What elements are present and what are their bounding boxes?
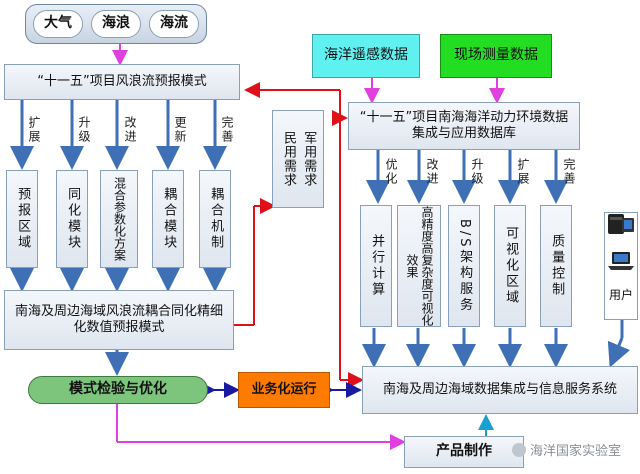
right-verb-3: 升级	[470, 158, 484, 186]
right-result-4: 可视化区域	[494, 205, 526, 327]
demand-box: 民用需求 军用需求	[272, 110, 324, 208]
operation-box: 业务化运行	[238, 372, 330, 408]
wechat-icon	[512, 442, 526, 457]
left-verb-2: 升级	[77, 116, 91, 144]
left-result-4: 耦合模块	[152, 170, 184, 268]
right-result-5: 质量控制	[540, 205, 572, 327]
left-result-2: 同化模块	[56, 170, 88, 268]
field-measurement-data: 现场测量数据	[440, 34, 552, 78]
computer-icon	[606, 212, 636, 238]
left-verb-4: 更新	[173, 116, 187, 144]
laptop-icon-graphic	[608, 252, 634, 270]
input-wave: 海浪	[91, 10, 141, 38]
watermark: 海洋国家实验室	[512, 440, 621, 459]
inputs-group: 大气 海浪 海流	[25, 4, 207, 44]
right-verb-2: 改进	[425, 158, 439, 186]
input-atmosphere: 大气	[33, 10, 83, 38]
top-left-model: “十一五”项目风浪流预报模式	[4, 64, 240, 100]
user-box: 用户	[604, 212, 638, 320]
left-verb-1: 扩展	[27, 116, 41, 144]
remote-sensing-data: 海洋遥感数据	[312, 34, 420, 78]
civil-demand: 民用需求	[281, 131, 296, 187]
right-result-2: 高精度高复杂度可视化效果	[397, 205, 441, 327]
watermark-text: 海洋国家实验室	[530, 444, 622, 459]
military-demand: 军用需求	[301, 131, 317, 187]
validation-box: 模式检验与优化	[28, 376, 208, 404]
right-result-3: B/S架构服务	[448, 205, 480, 327]
left-verb-3: 改进	[123, 116, 137, 144]
user-label: 用户	[608, 288, 633, 302]
right-verb-1: 优化	[384, 158, 398, 186]
laptop-icon	[606, 250, 636, 272]
right-verb-5: 完善	[562, 158, 576, 186]
left-result-3: 混合参数化方案	[100, 170, 138, 268]
right-verb-4: 扩展	[516, 158, 530, 186]
coupled-model: 南海及周边海域风浪流耦合同化精细化数值预报模式	[4, 290, 234, 350]
info-system: 南海及周边海域数据集成与信息服务系统	[362, 366, 638, 414]
left-result-5: 耦合机制	[199, 170, 231, 268]
input-current: 海流	[149, 10, 199, 38]
computer-icon-graphic	[608, 214, 634, 234]
left-result-1: 预报区域	[6, 170, 38, 268]
right-result-1: 并行计算	[360, 205, 392, 327]
product-box: 产品制作	[404, 436, 524, 468]
database: “十一五”项目南海海洋动力环境数据集成与应用数据库	[348, 102, 580, 150]
left-verb-5: 完善	[220, 116, 234, 144]
